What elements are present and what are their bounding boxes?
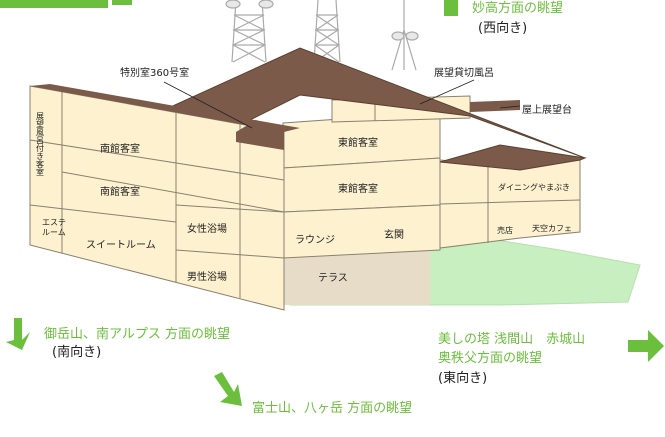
south-direction: (南向き) — [52, 344, 101, 360]
east-direction: (東向き) — [438, 370, 487, 386]
label-josei: 女性浴場 — [187, 222, 227, 235]
label-suite: スイートルーム — [86, 239, 156, 251]
south-wing-roof — [30, 84, 300, 132]
label-nankan-2: 南館客室 — [100, 185, 140, 198]
west-direction: (西向き) — [478, 20, 527, 36]
label-kashikiri: 展望貸切風呂 — [434, 66, 494, 79]
label-fuuro-vertical: 展望風呂付き客室 — [36, 112, 45, 176]
label-dansei: 男性浴場 — [187, 270, 227, 283]
label-genkan: 玄関 — [384, 228, 404, 241]
east-view-text-2: 奥秩父方面の眺望 — [438, 350, 542, 366]
label-este-2: ルーム — [42, 228, 66, 237]
right-roof — [439, 144, 587, 171]
tower-icon — [391, 0, 419, 71]
special-room-gable — [236, 120, 284, 150]
west-view-text: 妙高方面の眺望 — [472, 0, 563, 16]
label-tokubetsu: 特別室360号室 — [120, 66, 189, 79]
tower-icon — [313, 0, 341, 63]
label-tokan-1: 東館客室 — [338, 136, 378, 149]
label-lounge: ラウンジ — [295, 234, 335, 246]
south-wing-grid — [29, 92, 285, 298]
east-wing-ground — [282, 204, 441, 259]
leader-line — [499, 105, 521, 109]
label-dining: ダイニングやまぶき — [498, 182, 570, 192]
leader-line — [419, 79, 475, 105]
rooftop-deck-railing — [470, 100, 520, 112]
label-cafe: 天空カフェ — [532, 223, 572, 233]
label-terrace: テラス — [318, 272, 348, 284]
label-okujo: 屋上展望台 — [522, 103, 572, 116]
arrow-down-left-icon — [6, 318, 30, 350]
west-marker-icon — [444, 0, 458, 16]
tower-icon — [225, 0, 274, 63]
arrow-right-icon — [628, 330, 664, 362]
terrace — [283, 250, 430, 305]
label-baiten: 売店 — [497, 225, 513, 235]
bottom-view-text: 富士山、八ヶ岳 方面の眺望 — [252, 400, 412, 416]
east-view-text-1: 美しの塔 浅間山 赤城山 — [438, 332, 585, 347]
label-tokan-2: 東館客室 — [338, 182, 378, 195]
title-fragment — [0, 0, 132, 8]
label-nankan-1: 南館客室 — [100, 142, 140, 155]
arrow-down-right-icon — [214, 372, 242, 406]
leader-line — [163, 81, 253, 129]
label-este-1: エステ — [42, 218, 66, 227]
south-view-text: 御岳山、南アルプス 方面の眺望 — [44, 326, 230, 342]
